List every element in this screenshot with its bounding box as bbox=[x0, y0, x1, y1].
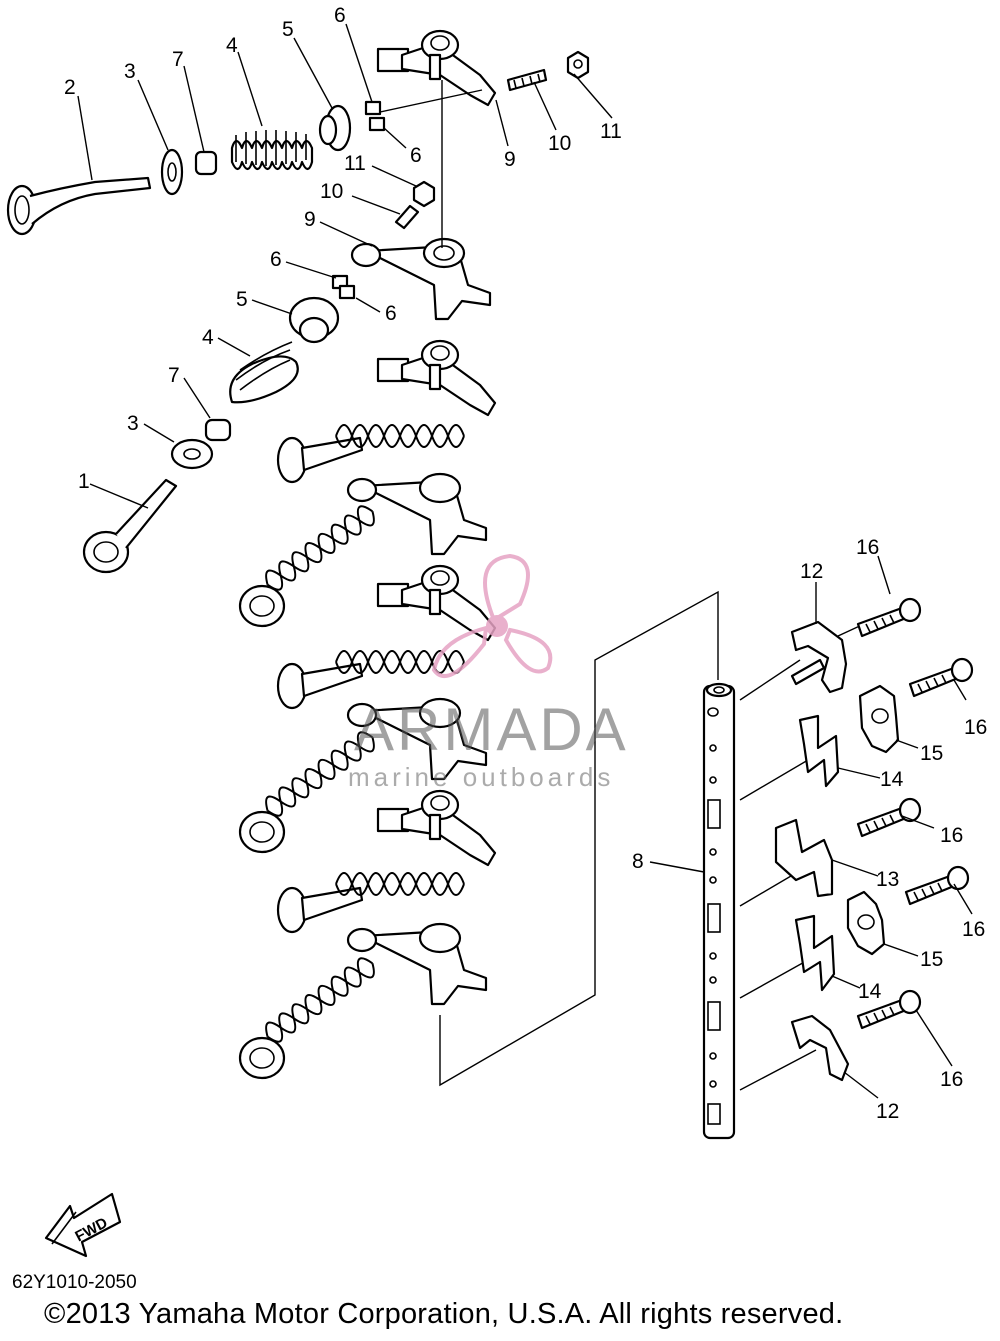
callout-16d: 16 bbox=[962, 918, 985, 941]
callout-14a: 14 bbox=[880, 768, 904, 791]
bolt-16-3 bbox=[856, 797, 922, 838]
callout-16e: 16 bbox=[940, 1068, 963, 1091]
assembled-rocker-5 bbox=[376, 789, 497, 867]
callout-10b: 10 bbox=[320, 180, 343, 203]
callout-numbers: 1 2 3 3 4 4 5 5 6 6 6 6 7 7 8 9 9 10 10 … bbox=[64, 4, 987, 1123]
propeller-logo-icon bbox=[431, 553, 553, 678]
valve-spring-top bbox=[230, 130, 314, 171]
copyright-notice: ©2013 Yamaha Motor Corporation, U.S.A. A… bbox=[44, 1298, 844, 1330]
callout-12a: 12 bbox=[800, 560, 823, 583]
callout-16c: 16 bbox=[940, 824, 963, 847]
assembled-rocker-2 bbox=[346, 472, 488, 556]
callout-7a: 7 bbox=[172, 48, 184, 71]
callout-1: 1 bbox=[78, 470, 90, 493]
assembled-valve-6 bbox=[238, 953, 380, 1080]
callout-5a: 5 bbox=[282, 18, 294, 41]
valve-spring-2 bbox=[229, 341, 299, 404]
valve-seat-washer-top bbox=[160, 148, 184, 196]
locknut-top bbox=[566, 50, 590, 80]
bolt-16-2 bbox=[908, 657, 974, 698]
callout-7b: 7 bbox=[168, 364, 180, 387]
shaft-clip-14-bottom bbox=[794, 914, 836, 992]
callout-6d: 6 bbox=[385, 302, 397, 325]
assembled-valve-4 bbox=[238, 727, 380, 854]
rocker-arm-top bbox=[376, 29, 497, 107]
assembled-rocker-4 bbox=[346, 697, 488, 781]
shaft-retainer-bottom bbox=[790, 1014, 850, 1082]
adjust-screw-2 bbox=[394, 204, 420, 230]
callout-9b: 9 bbox=[304, 208, 316, 231]
assembled-valve-5 bbox=[276, 872, 465, 934]
callout-4a: 4 bbox=[226, 34, 238, 57]
callout-15a: 15 bbox=[920, 742, 943, 765]
assembled-valve-3 bbox=[276, 650, 465, 710]
shaft-plate-15-top bbox=[858, 684, 900, 754]
valve-stem-seal-top bbox=[194, 150, 218, 176]
valve-seat-washer-2 bbox=[170, 438, 214, 470]
rocker-shaft bbox=[702, 682, 736, 1140]
assembled-valve-2 bbox=[238, 501, 380, 628]
callout-16b: 16 bbox=[964, 716, 987, 739]
callout-2: 2 bbox=[64, 76, 76, 99]
spring-retainer-top bbox=[318, 104, 352, 152]
callout-3b: 3 bbox=[127, 412, 139, 435]
assembled-rocker-6 bbox=[346, 922, 488, 1006]
callout-11a: 11 bbox=[600, 120, 622, 143]
watermark-subtitle: marine outboards bbox=[348, 762, 614, 792]
callout-6c: 6 bbox=[270, 248, 282, 271]
shaft-clamp-13 bbox=[774, 818, 834, 898]
callout-4b: 4 bbox=[202, 326, 214, 349]
callout-15b: 15 bbox=[920, 948, 943, 971]
diagram-code: 62Y1010-2050 bbox=[12, 1272, 137, 1293]
callout-3a: 3 bbox=[124, 60, 136, 83]
bolt-16-4 bbox=[904, 865, 970, 906]
shaft-clip-14-top bbox=[798, 714, 840, 788]
fwd-arrow-icon: FWD bbox=[44, 1192, 122, 1258]
callout-13: 13 bbox=[876, 868, 899, 891]
spring-retainer-2 bbox=[288, 296, 340, 344]
valve-stem-seal-2 bbox=[204, 418, 232, 442]
callout-9a: 9 bbox=[504, 148, 516, 171]
callout-14b: 14 bbox=[858, 980, 882, 1003]
callout-5b: 5 bbox=[236, 288, 248, 311]
callout-16a: 16 bbox=[856, 536, 879, 559]
callout-6b: 6 bbox=[410, 144, 422, 167]
shaft-plate-15-bottom bbox=[846, 890, 886, 956]
adjust-screw-top bbox=[506, 68, 548, 92]
callout-10a: 10 bbox=[548, 132, 571, 155]
locknut-2 bbox=[412, 180, 436, 208]
watermark-brand: ARMADA bbox=[354, 696, 629, 763]
valve-intake bbox=[82, 478, 178, 574]
rocker-arm-2 bbox=[350, 237, 492, 321]
cotter-2 bbox=[331, 274, 356, 300]
assembled-rocker-1 bbox=[376, 339, 497, 417]
assembled-valve-1 bbox=[276, 424, 465, 484]
callout-11b: 11 bbox=[344, 152, 366, 175]
bolt-16-1 bbox=[856, 597, 922, 638]
callout-8: 8 bbox=[632, 850, 644, 873]
watermark: ARMADA marine outboards bbox=[348, 553, 629, 792]
cotter-top bbox=[364, 100, 386, 132]
valve-exhaust-top bbox=[6, 176, 152, 236]
callout-6a: 6 bbox=[334, 4, 346, 27]
callout-12b: 12 bbox=[876, 1100, 899, 1123]
shaft-retainer-top bbox=[790, 620, 848, 694]
leader-lines bbox=[77, 23, 973, 1099]
